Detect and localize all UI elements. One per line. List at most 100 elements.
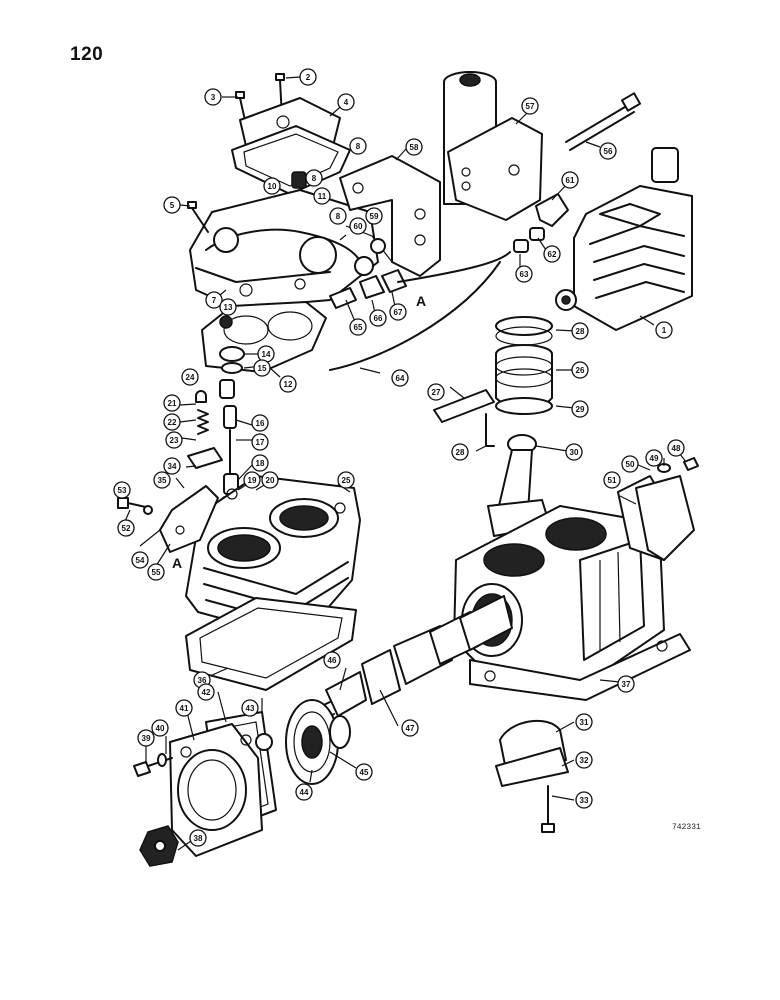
page-number: 120 — [70, 44, 104, 65]
callout: 26 — [571, 361, 589, 379]
callout: 19 — [243, 471, 261, 489]
callout: 67 — [389, 303, 407, 321]
callout: 37 — [617, 675, 635, 693]
svg-text:30: 30 — [570, 448, 579, 457]
callout: 21 — [163, 394, 181, 412]
unloader-parts — [187, 379, 239, 505]
callout: 53 — [113, 481, 131, 499]
callout: 58 — [405, 138, 423, 156]
fittings — [329, 238, 511, 309]
callout: 30 — [565, 443, 583, 461]
cover-plate-left — [117, 485, 219, 553]
side-cover — [617, 457, 699, 561]
callout: 50 — [621, 455, 639, 473]
callout: 23 — [165, 431, 183, 449]
callout: 22 — [163, 413, 181, 431]
svg-text:23: 23 — [170, 436, 179, 445]
svg-text:46: 46 — [328, 656, 337, 665]
castle-nut — [139, 825, 179, 867]
callout: 17 — [251, 433, 269, 451]
svg-text:33: 33 — [580, 796, 589, 805]
svg-text:27: 27 — [432, 388, 441, 397]
svg-text:48: 48 — [672, 444, 681, 453]
callout: 5 — [163, 196, 181, 214]
svg-text:17: 17 — [256, 438, 265, 447]
callout: 10 — [263, 177, 281, 195]
callout: 29 — [571, 400, 589, 418]
svg-text:41: 41 — [180, 704, 189, 713]
svg-text:64: 64 — [396, 374, 405, 383]
callout: 38 — [189, 829, 207, 847]
svg-text:56: 56 — [604, 147, 613, 156]
callout: 57 — [521, 97, 539, 115]
svg-text:13: 13 — [224, 303, 233, 312]
callout: 63 — [515, 265, 533, 283]
callout: 12 — [279, 375, 297, 393]
svg-text:38: 38 — [194, 834, 203, 843]
callout: 13 — [219, 298, 237, 316]
callout: 42 — [197, 683, 215, 701]
svg-text:26: 26 — [576, 366, 585, 375]
callout: 47 — [401, 719, 419, 737]
part-callouts: 1 2 3 4 5 7 8 8 8 10 11 12 13 14 15 16 1… — [113, 68, 685, 847]
base-gasket — [185, 597, 357, 691]
callout: 11 — [313, 187, 331, 205]
svg-text:32: 32 — [580, 756, 589, 765]
callout: 28 — [451, 443, 469, 461]
svg-text:61: 61 — [566, 176, 575, 185]
section-marker-a-upper: A — [416, 293, 426, 309]
svg-text:1: 1 — [662, 326, 667, 335]
callout: 61 — [561, 171, 579, 189]
svg-text:21: 21 — [168, 399, 177, 408]
svg-text:67: 67 — [394, 308, 403, 317]
head-gasket — [201, 301, 327, 374]
svg-text:28: 28 — [576, 327, 585, 336]
callout: 32 — [575, 751, 593, 769]
assembled-compressor — [555, 147, 693, 331]
main-bearing — [285, 699, 351, 785]
svg-text:52: 52 — [122, 524, 131, 533]
svg-text:5: 5 — [170, 201, 175, 210]
callout: 49 — [645, 449, 663, 467]
svg-text:19: 19 — [248, 476, 257, 485]
callout: 54 — [131, 551, 149, 569]
svg-text:10: 10 — [268, 182, 277, 191]
svg-text:31: 31 — [580, 718, 589, 727]
svg-text:50: 50 — [626, 460, 635, 469]
callout: 66 — [369, 309, 387, 327]
callout: 41 — [175, 699, 193, 717]
svg-text:59: 59 — [370, 212, 379, 221]
callout: 48 — [667, 439, 685, 457]
callout: 40 — [151, 719, 169, 737]
svg-text:16: 16 — [256, 419, 265, 428]
callout: 45 — [355, 763, 373, 781]
svg-text:8: 8 — [356, 142, 361, 151]
svg-text:3: 3 — [211, 93, 216, 102]
svg-text:39: 39 — [142, 734, 151, 743]
svg-text:37: 37 — [622, 680, 631, 689]
svg-text:42: 42 — [202, 688, 211, 697]
callout: 3 — [204, 88, 222, 106]
callout: 24 — [181, 368, 199, 386]
crankcase — [453, 505, 691, 701]
callout: 15 — [253, 359, 271, 377]
svg-text:66: 66 — [374, 314, 383, 323]
svg-text:22: 22 — [168, 418, 177, 427]
svg-text:8: 8 — [312, 174, 317, 183]
callout: 39 — [137, 729, 155, 747]
svg-text:12: 12 — [284, 380, 293, 389]
callout: 8 — [329, 207, 347, 225]
section-marker-a-lower: A — [172, 555, 182, 571]
figure-reference-code: 742331 — [672, 823, 701, 832]
callout: 65 — [349, 318, 367, 336]
svg-text:29: 29 — [576, 405, 585, 414]
callout: 25 — [337, 471, 355, 489]
air-line — [329, 261, 501, 371]
svg-text:4: 4 — [344, 98, 349, 107]
svg-text:58: 58 — [410, 143, 419, 152]
bearing-cap — [495, 720, 569, 833]
callout: 46 — [323, 651, 341, 669]
callout: 34 — [163, 457, 181, 475]
svg-text:53: 53 — [118, 486, 127, 495]
callout: 59 — [365, 207, 383, 225]
